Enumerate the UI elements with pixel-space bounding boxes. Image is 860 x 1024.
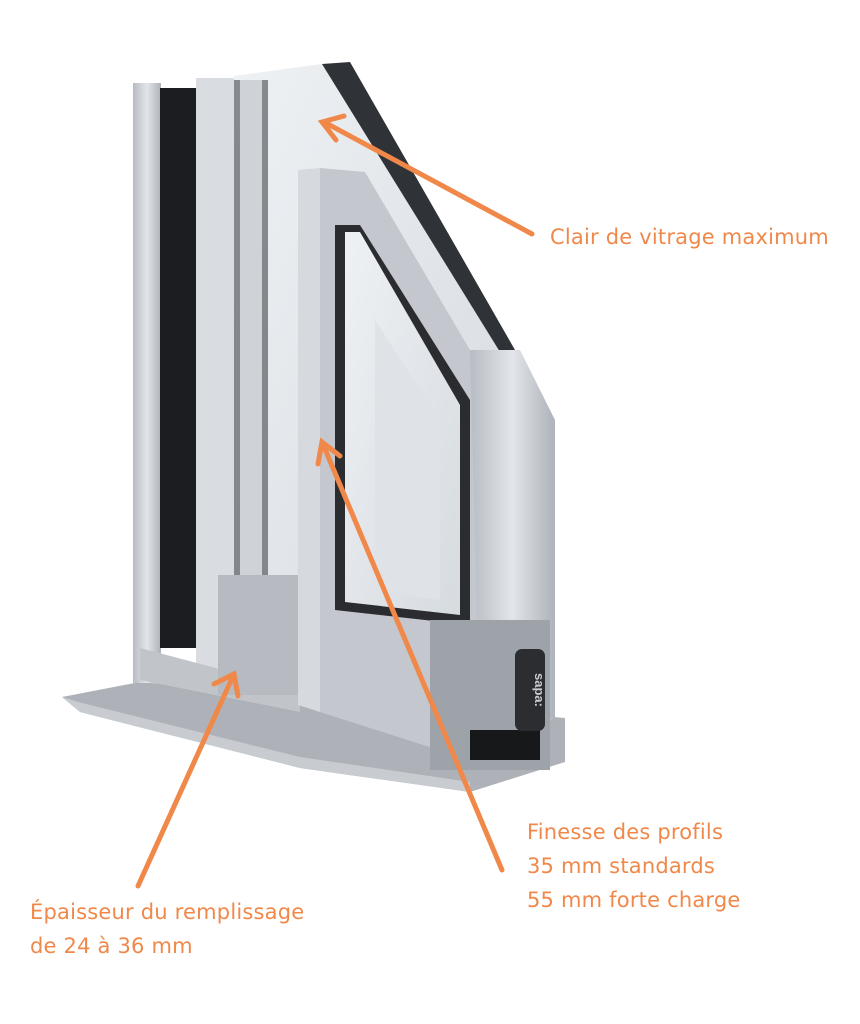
brand-logo: sapa: (532, 673, 547, 707)
label-profiles: Finesse des profils 35 mm standards 55 m… (527, 815, 741, 917)
label-line: Finesse des profils (527, 820, 724, 844)
outer-frame (133, 83, 161, 683)
label-glazing: Clair de vitrage maximum (550, 220, 829, 254)
annotation-arrows (135, 113, 535, 889)
label-line: 35 mm standards (527, 854, 716, 878)
arrow-infill (135, 671, 237, 889)
arrow-glazing (321, 119, 535, 237)
sliding-sash (298, 168, 320, 712)
label-line: Épaisseur du remplissage (30, 900, 305, 924)
label-line: Clair de vitrage maximum (550, 225, 829, 249)
arrow-profiles (319, 439, 505, 873)
label-infill: Épaisseur du remplissage de 24 à 36 mm (30, 895, 304, 963)
brand-badge (515, 649, 545, 731)
label-line: 55 mm forte charge (527, 888, 741, 912)
label-line: de 24 à 36 mm (30, 934, 193, 958)
